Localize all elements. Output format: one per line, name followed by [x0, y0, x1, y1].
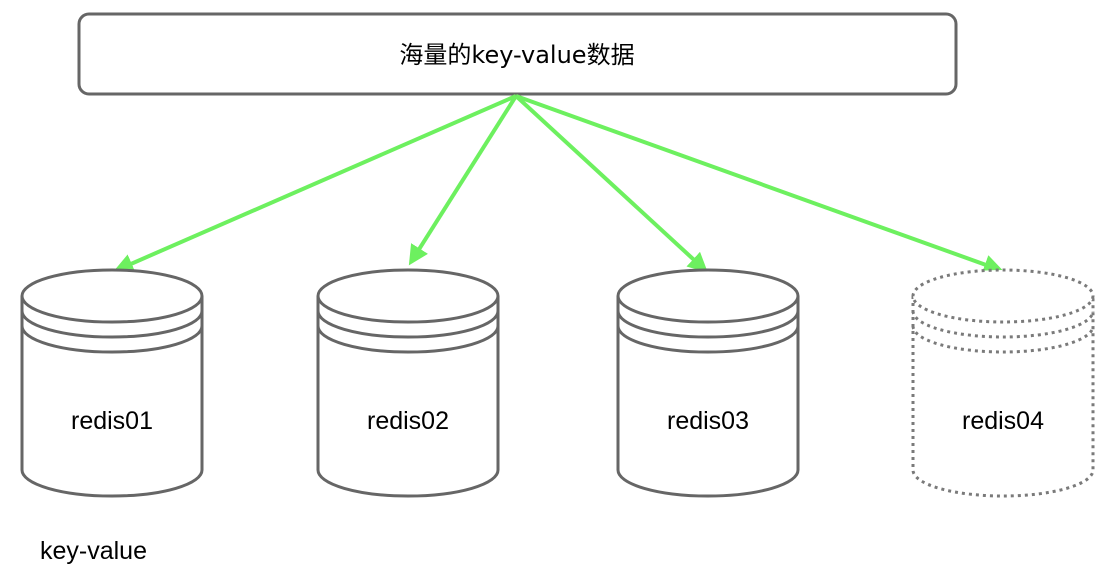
arrow-to-redis04 — [515, 94, 1004, 274]
database-label-redis04: redis04 — [962, 407, 1044, 435]
caption-text: key-value — [40, 537, 147, 565]
source-box: 海量的key-value数据 — [77, 12, 958, 96]
database-label-redis01: redis01 — [71, 407, 153, 435]
database-label-redis03: redis03 — [667, 407, 749, 435]
arrow-to-redis02 — [408, 94, 518, 266]
database-redis01: redis01 — [20, 268, 204, 498]
database-redis03: redis03 — [616, 268, 800, 498]
database-label-redis02: redis02 — [367, 407, 449, 435]
arrows — [113, 94, 1004, 274]
source-box-label: 海量的key-value数据 — [399, 41, 634, 69]
arrow-to-redis03 — [514, 94, 708, 273]
database-redis04: redis04 — [911, 268, 1095, 498]
arrow-to-redis01 — [113, 94, 517, 273]
database-redis02: redis02 — [316, 268, 500, 498]
